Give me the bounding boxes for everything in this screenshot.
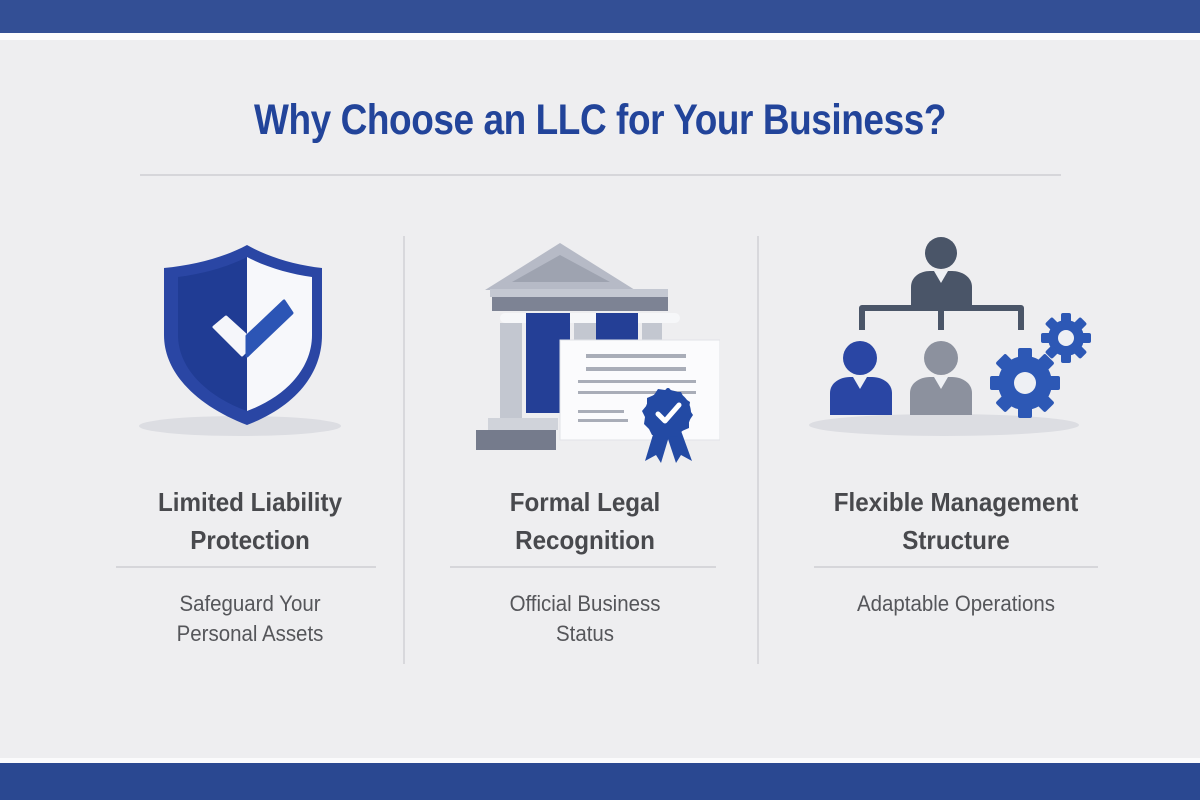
heading-rule bbox=[116, 566, 376, 568]
benefit-heading: Formal Legal Recognition bbox=[509, 487, 661, 555]
shield-check-icon bbox=[100, 225, 400, 445]
benefit-flexible-management: Flexible Management Structure Adaptable … bbox=[800, 225, 1112, 665]
courthouse-certificate-icon bbox=[430, 225, 740, 463]
benefit-heading: Flexible Management Structure bbox=[833, 487, 1079, 555]
benefit-subtitle: Adaptable Operations bbox=[857, 591, 1055, 616]
column-divider-2 bbox=[757, 236, 759, 664]
heading-rule bbox=[814, 566, 1098, 568]
page-title: Why Choose an LLC for Your Business? bbox=[253, 96, 947, 144]
column-divider-1 bbox=[403, 236, 405, 664]
org-chart-gears-icon bbox=[800, 225, 1112, 445]
bottom-band-edge bbox=[0, 758, 1200, 763]
heading-rule bbox=[450, 566, 716, 568]
benefit-subtitle: Official Business Status bbox=[509, 591, 661, 646]
top-band-edge bbox=[0, 33, 1200, 40]
title-divider bbox=[140, 174, 1061, 176]
benefit-heading: Limited Liability Protection bbox=[157, 487, 343, 555]
benefit-limited-liability: Limited Liability Protection Safeguard Y… bbox=[100, 225, 400, 665]
top-band bbox=[0, 0, 1200, 33]
benefit-subtitle: Safeguard Your Personal Assets bbox=[176, 591, 324, 646]
benefit-legal-recognition: Formal Legal Recognition Official Busine… bbox=[430, 225, 740, 665]
bottom-band bbox=[0, 763, 1200, 800]
